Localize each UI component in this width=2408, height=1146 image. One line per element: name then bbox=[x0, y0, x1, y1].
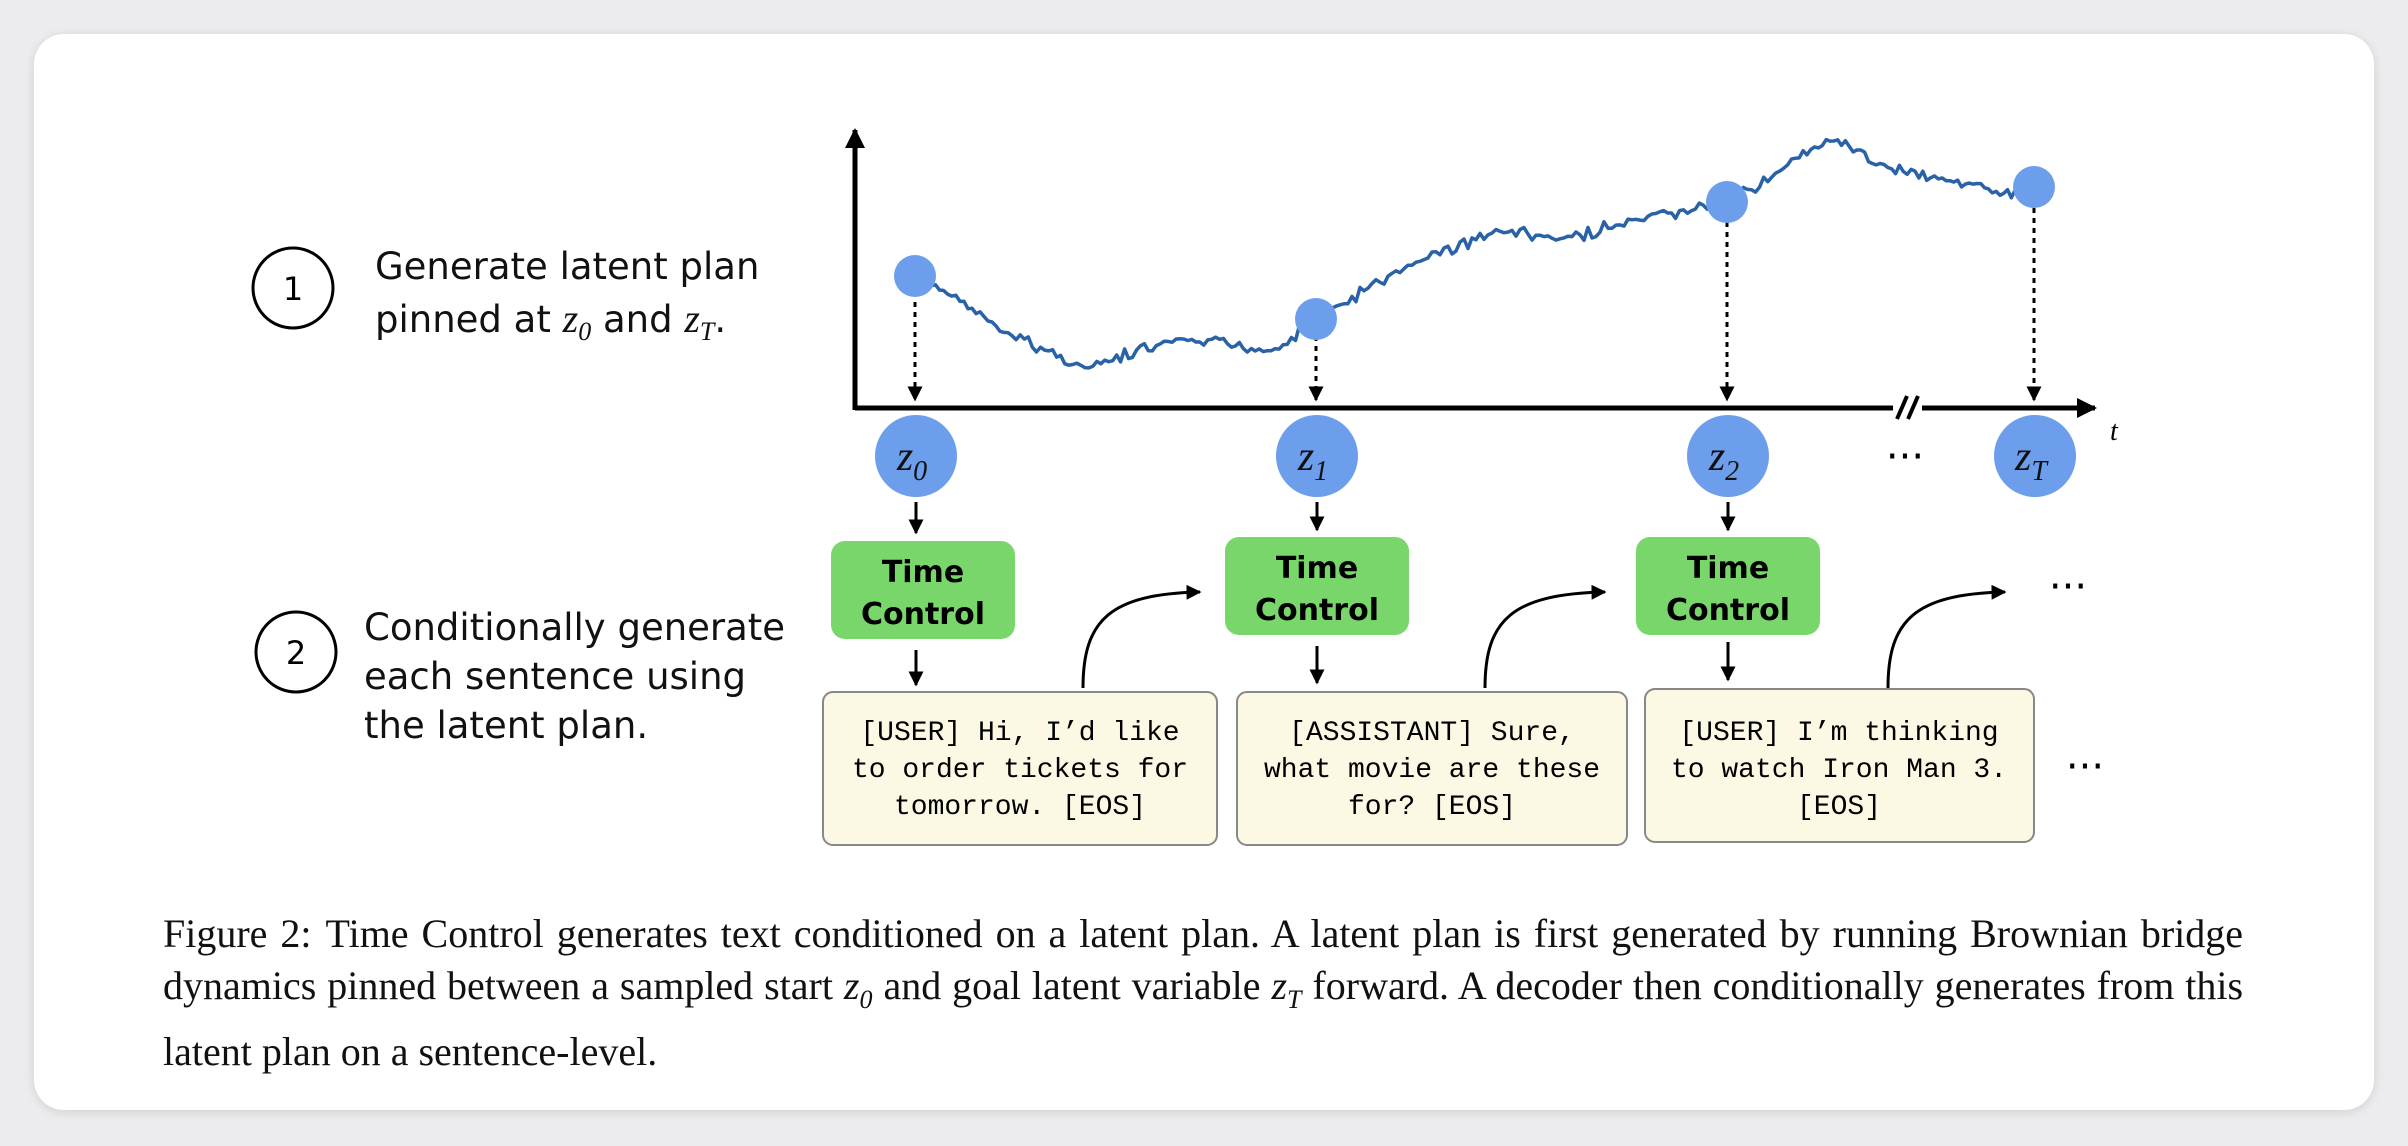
time-control-box-2: Time Control bbox=[1225, 537, 1409, 635]
caption-zT: zT bbox=[1271, 963, 1302, 1014]
latent-node-z1: z1 bbox=[1276, 415, 1358, 497]
trajectory-points bbox=[894, 166, 2055, 340]
figure-card bbox=[34, 34, 2374, 1110]
svg-text:[EOS]: [EOS] bbox=[1797, 792, 1881, 823]
svg-text:z1: z1 bbox=[1297, 434, 1328, 487]
x-axis-label: t bbox=[2110, 416, 2119, 447]
control-ellipsis: ··· bbox=[2049, 564, 2087, 610]
latent-node-z0: z0 bbox=[875, 415, 957, 497]
svg-text:Control: Control bbox=[861, 597, 985, 632]
step-1-number: 1 bbox=[283, 270, 303, 308]
latent-to-control-arrows bbox=[908, 502, 1736, 535]
brownian-bridge-trajectory bbox=[914, 137, 2035, 370]
autoregressive-arrows: ··· bbox=[1081, 564, 2087, 689]
step-2-circle bbox=[254, 610, 338, 694]
svg-text:Control: Control bbox=[1666, 593, 1790, 628]
dotted-connectors bbox=[907, 208, 2042, 402]
svg-text:tomorrow. [EOS]: tomorrow. [EOS] bbox=[894, 792, 1146, 823]
sentence-ellipsis: ··· bbox=[2066, 744, 2104, 790]
latent-ellipsis: ··· bbox=[1886, 434, 1924, 480]
caption-text-3: forward. A decoder then conditionally ge… bbox=[163, 963, 2244, 1074]
svg-text:[USER] I’m thinking: [USER] I’m thinking bbox=[1679, 718, 1998, 749]
sentence-box-2: [ASSISTANT] Sure, what movie are these f… bbox=[1236, 691, 1628, 846]
axis-break-mark-1 bbox=[1895, 395, 1909, 420]
svg-text:zT: zT bbox=[2014, 434, 2049, 487]
step-2-line-3: the latent plan. bbox=[364, 704, 648, 747]
step-2: 2 Conditionally generate each sentence u… bbox=[254, 606, 785, 747]
step-1-circle bbox=[251, 246, 335, 330]
figure-diagram: 1 Generate latent plan pinned at z0 and … bbox=[251, 128, 2119, 846]
caption-z0: z0 bbox=[843, 963, 873, 1014]
figure-caption: Figure 2:Time Control generates text con… bbox=[163, 908, 2243, 1078]
svg-text:Time: Time bbox=[882, 555, 964, 590]
step-1-line-2: pinned at z0 and zT. bbox=[375, 296, 726, 346]
step-2-line-2: each sentence using bbox=[364, 655, 746, 698]
time-control-box-1: Time Control bbox=[831, 541, 1015, 639]
axis-break-mark-2 bbox=[1906, 395, 1920, 420]
latent-node-zT: zT bbox=[1994, 415, 2076, 497]
plot-axes: t bbox=[845, 128, 2119, 447]
step-1-line-1: Generate latent plan bbox=[375, 245, 759, 288]
svg-text:[ASSISTANT] Sure,: [ASSISTANT] Sure, bbox=[1289, 718, 1575, 749]
latent-node-z2: z2 bbox=[1687, 415, 1769, 497]
svg-text:z0: z0 bbox=[896, 434, 927, 487]
trajectory-point-z2 bbox=[1706, 181, 1748, 223]
step-2-line-1: Conditionally generate bbox=[364, 606, 785, 649]
svg-text:to watch Iron Man 3.: to watch Iron Man 3. bbox=[1671, 755, 2007, 786]
trajectory-point-zT bbox=[2013, 166, 2055, 208]
trajectory-point-z1 bbox=[1295, 298, 1337, 340]
step-2-number: 2 bbox=[286, 634, 306, 672]
svg-text:Time: Time bbox=[1687, 551, 1769, 586]
svg-text:Time: Time bbox=[1276, 551, 1358, 586]
trajectory-point-z0 bbox=[894, 255, 936, 297]
svg-text:what movie are these: what movie are these bbox=[1264, 755, 1600, 786]
sentence-box-3: [USER] I’m thinking to watch Iron Man 3.… bbox=[1644, 688, 2035, 843]
caption-label: Figure 2: bbox=[163, 911, 312, 956]
svg-text:for? [EOS]: for? [EOS] bbox=[1348, 792, 1516, 823]
sentence-box-1: [USER] Hi, I’d like to order tickets for… bbox=[822, 691, 1218, 846]
caption-text-2: and goal latent variable bbox=[883, 963, 1261, 1008]
svg-text:Control: Control bbox=[1255, 593, 1379, 628]
control-to-sentence-arrows bbox=[908, 642, 1736, 687]
time-control-box-3: Time Control bbox=[1636, 537, 1820, 635]
svg-text:to order tickets for: to order tickets for bbox=[852, 755, 1188, 786]
svg-text:z2: z2 bbox=[1708, 434, 1739, 487]
caption-text-1: Time Control generates text conditioned … bbox=[163, 911, 2244, 1008]
step-1: 1 Generate latent plan pinned at z0 and … bbox=[251, 245, 759, 346]
svg-text:[USER] Hi, I’d like: [USER] Hi, I’d like bbox=[860, 718, 1179, 749]
latent-nodes: z0 z1 z2 zT ··· bbox=[875, 415, 2076, 497]
